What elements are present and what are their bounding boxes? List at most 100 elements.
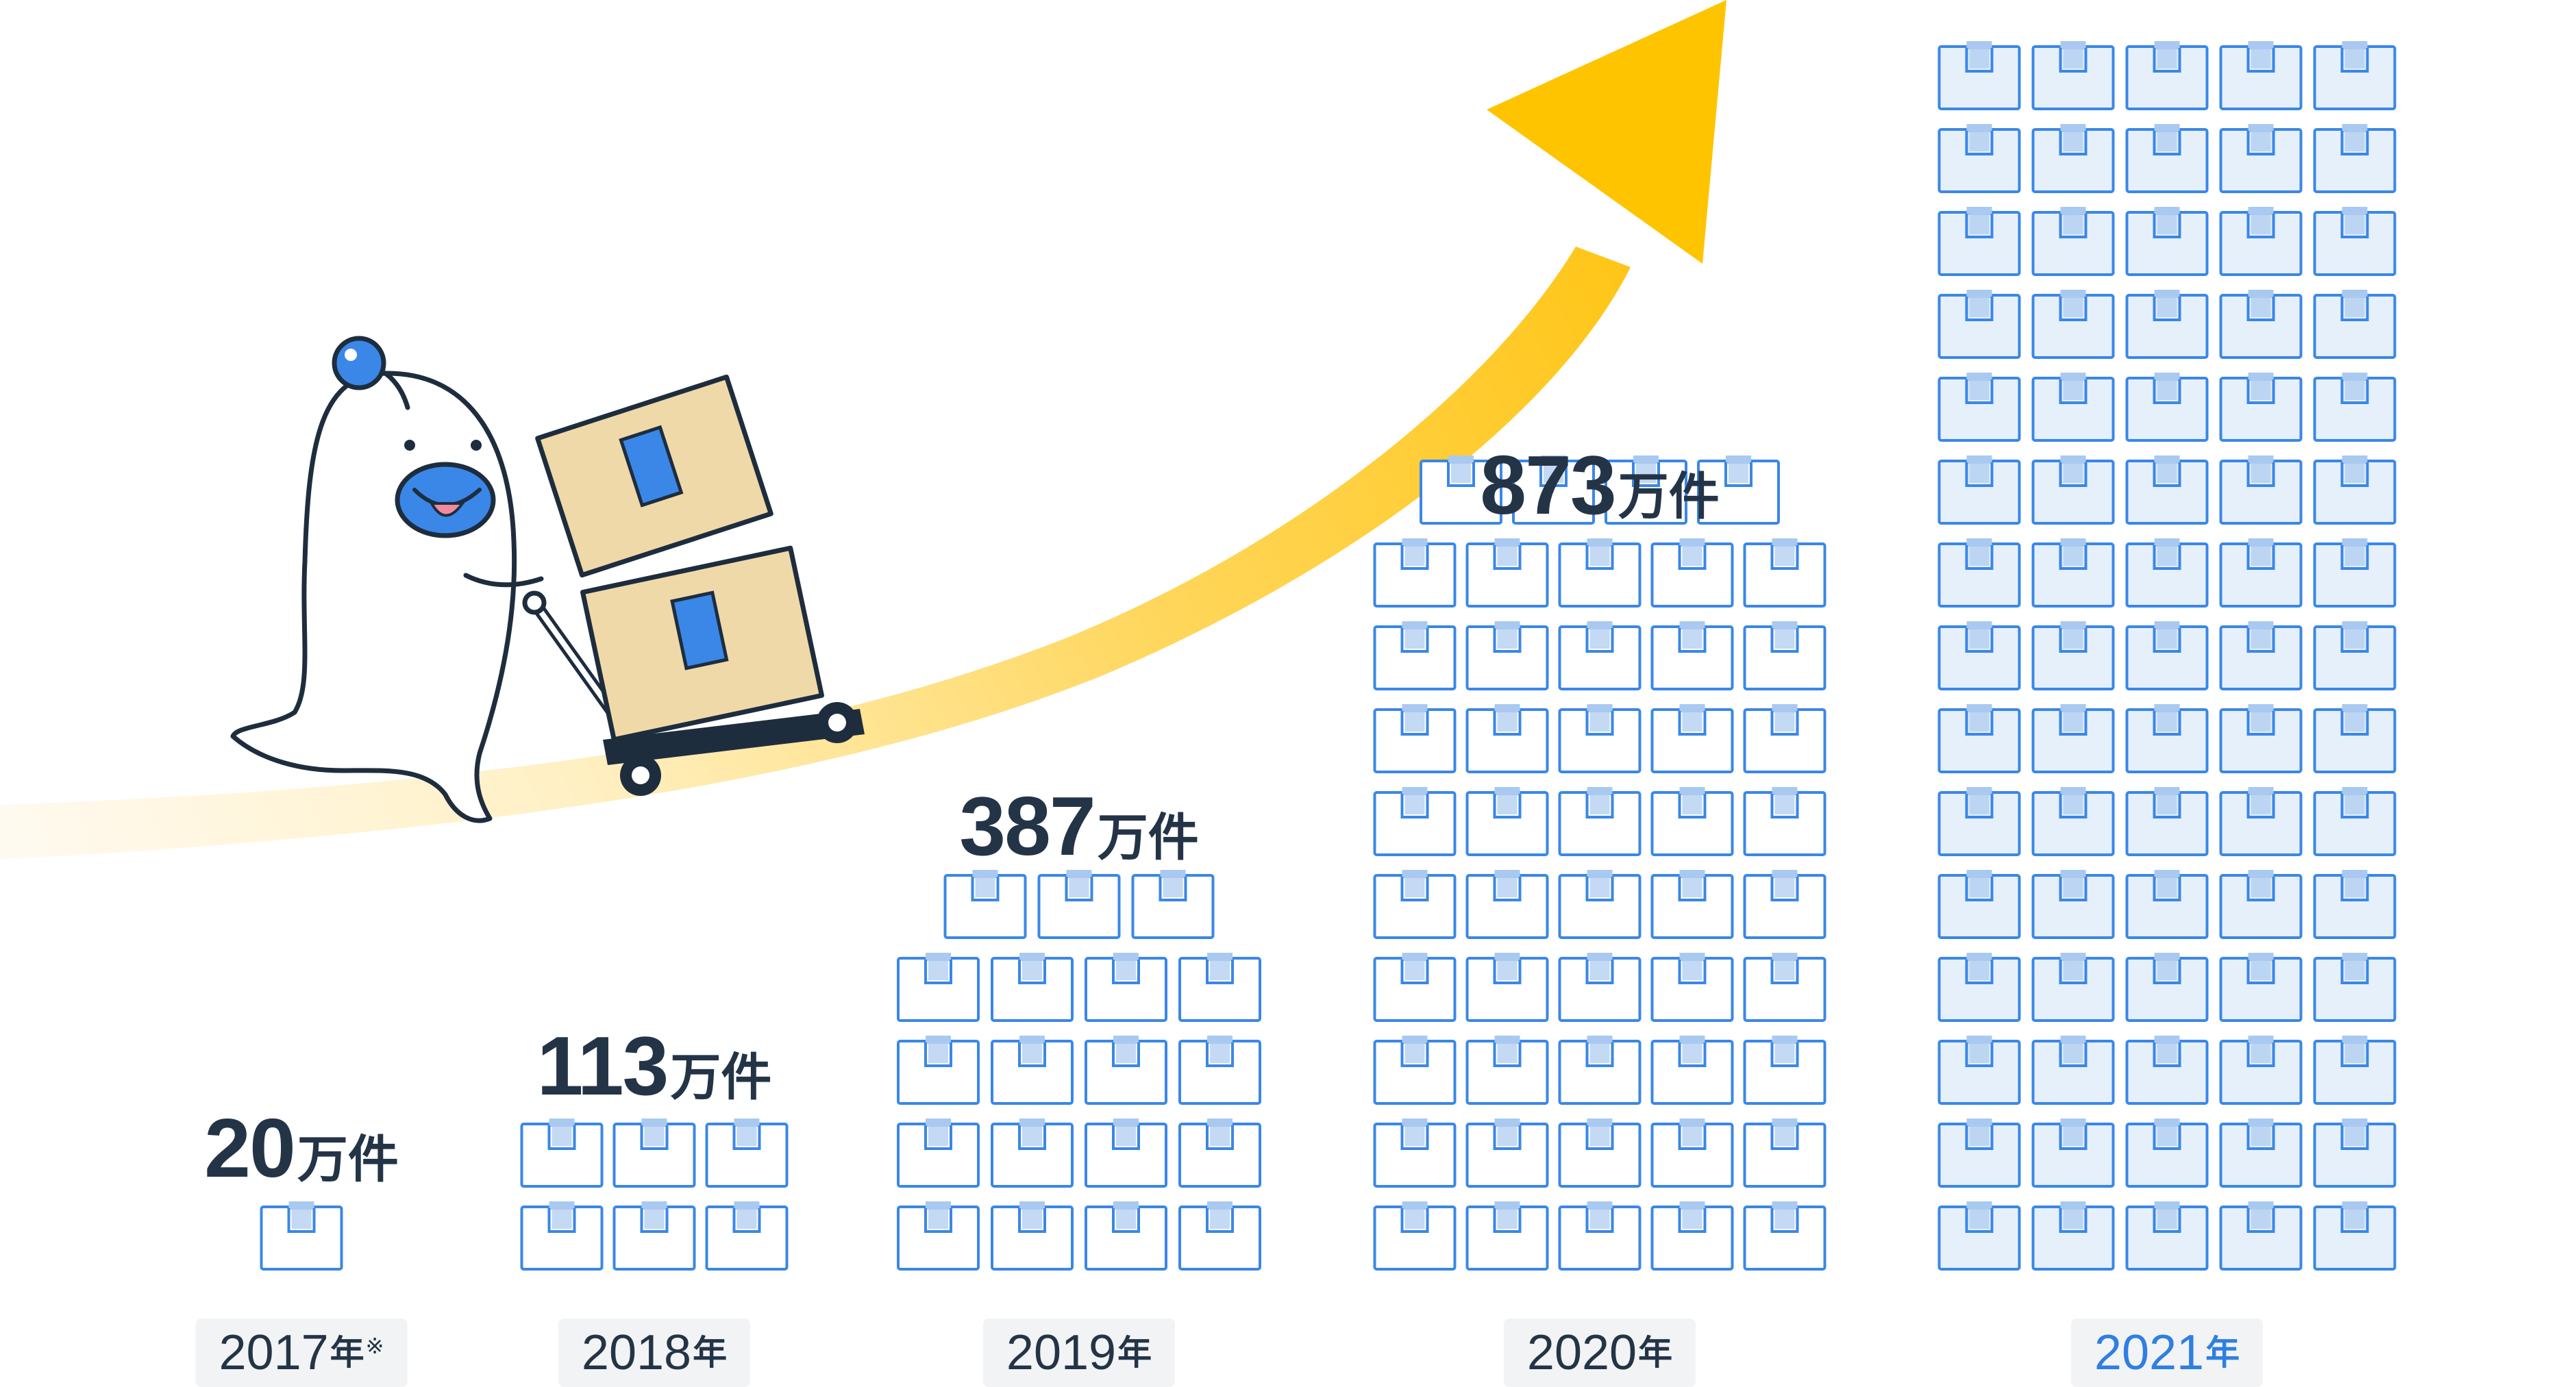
parcel-box-mark	[705, 1119, 789, 1188]
parcel-box-mark	[1373, 1119, 1457, 1188]
parcel-box-mark	[2031, 290, 2115, 359]
parcel-box-mark	[2313, 538, 2397, 608]
parcel-box-mark	[897, 1119, 980, 1188]
parcel-box-mark	[1937, 1036, 2021, 1105]
box-stack-2019	[897, 870, 1261, 1271]
parcel-box-mark	[2125, 621, 2209, 690]
parcel-box-mark	[1937, 953, 2021, 1022]
box-stack-2020	[1373, 455, 1826, 1271]
parcel-box-mark	[2125, 373, 2209, 442]
parcel-box-mark	[1743, 953, 1826, 1022]
parcel-box-mark	[2125, 1119, 2209, 1188]
parcel-box-mark	[2219, 787, 2303, 856]
parcel-box-mark	[1937, 290, 2021, 359]
value-label-2019: 387万件	[959, 779, 1199, 873]
parcel-box-mark	[2031, 621, 2115, 690]
parcel-box-mark	[2125, 1036, 2209, 1105]
parcel-box-mark	[2125, 207, 2209, 276]
parcel-box-mark	[2219, 953, 2303, 1022]
parcel-box-mark	[2219, 124, 2303, 193]
parcel-box-mark	[1558, 870, 1642, 939]
parcel-box-mark	[991, 953, 1074, 1022]
mascot-illustration	[230, 336, 865, 823]
parcel-box-mark	[1937, 538, 2021, 608]
parcel-box-mark	[1037, 870, 1121, 939]
box-stack-2021	[1937, 41, 2397, 1271]
mascot-antenna-ball	[332, 336, 386, 390]
parcel-box-mark	[2125, 787, 2209, 856]
parcel-box-mark	[1131, 870, 1215, 939]
parcel-box-mark	[1937, 1119, 2021, 1188]
parcel-box-mark	[2125, 538, 2209, 608]
parcel-box-mark	[2219, 870, 2303, 939]
parcel-box-mark	[2219, 41, 2303, 110]
parcel-box-mark	[1178, 1036, 1261, 1105]
mascot-arm	[463, 573, 544, 588]
parcel-box-mark	[1650, 1201, 1734, 1271]
hand-truck-deck	[603, 709, 865, 765]
parcel-box-mark	[1650, 787, 1734, 856]
parcel-box-mark	[1650, 953, 1734, 1022]
parcel-box-mark	[1085, 1201, 1167, 1271]
parcel-box-mark	[2219, 1036, 2303, 1105]
parcel-box-mark	[1743, 1036, 1826, 1105]
parcel-box-mark	[1085, 953, 1167, 1022]
parcel-box-mark	[1465, 1201, 1549, 1271]
parcel-box-mark	[1650, 1036, 1734, 1105]
parcel-box-mark	[2219, 538, 2303, 608]
mascot-body	[230, 371, 517, 823]
parcel-box-mark	[1085, 1119, 1167, 1188]
parcel-box-mark	[2313, 41, 2397, 110]
value-label-2020: 873万件	[1480, 438, 1720, 532]
mascot-tongue	[429, 502, 465, 517]
parcel-box-mark	[1465, 1119, 1549, 1188]
parcel-box-mark	[2125, 455, 2209, 525]
parcel-box-mark	[1650, 621, 1734, 690]
parcel-box-mark	[1697, 455, 1780, 525]
footnote-mark: ※	[365, 1334, 384, 1358]
parcel-box-mark	[260, 1201, 343, 1271]
mascot-eye-left	[404, 440, 415, 451]
parcel-box-mark	[1558, 621, 1642, 690]
parcel-box-mark	[2125, 124, 2209, 193]
hand-truck-wheel-hub	[828, 714, 846, 732]
parcel-box-mark	[2313, 787, 2397, 856]
parcel-box-mark	[1937, 124, 2021, 193]
parcel-box-mark	[1465, 953, 1549, 1022]
parcel-box-mark	[2219, 207, 2303, 276]
parcel-box-mark	[1650, 870, 1734, 939]
parcel-box-mark	[1743, 538, 1826, 608]
parcel-box-mark	[612, 1201, 696, 1271]
parcel-box-mark	[1373, 704, 1457, 773]
mascot-muzzle	[395, 462, 496, 538]
parcel-box-mark	[1937, 787, 2021, 856]
parcel-box-mark	[1420, 455, 1502, 525]
parcel-box-mark	[2031, 207, 2115, 276]
parcel-box-mark	[520, 1201, 604, 1271]
parcel-box-mark	[1937, 870, 2021, 939]
parcel-box-mark	[2125, 953, 2209, 1022]
parcel-box-mark	[2031, 1036, 2115, 1105]
parcel-box-mark	[1743, 704, 1826, 773]
parcel-box-mark	[2031, 870, 2115, 939]
parcel-box-mark	[612, 1119, 696, 1188]
parcel-box-mark	[1178, 1119, 1261, 1188]
parcel-box-mark	[1937, 373, 2021, 442]
parcel-box-mark	[1558, 787, 1642, 856]
parcel-box-mark	[2031, 124, 2115, 193]
parcel-box-mark	[2313, 953, 2397, 1022]
parcel-box-mark	[1178, 1201, 1261, 1271]
parcel-box-mark	[1937, 41, 2021, 110]
parcel-box-mark	[1465, 1036, 1549, 1105]
parcel-box-mark	[2219, 373, 2303, 442]
parcel-box-mark	[1373, 953, 1457, 1022]
box-stack-2018	[520, 1119, 789, 1271]
mascot-eye-right	[471, 440, 482, 451]
parcel-box-mark	[2313, 1201, 2397, 1271]
parcel-box-mark	[2031, 953, 2115, 1022]
parcel-box-mark	[2031, 787, 2115, 856]
parcel-box-mark	[1373, 621, 1457, 690]
parcel-box-mark	[1558, 953, 1642, 1022]
